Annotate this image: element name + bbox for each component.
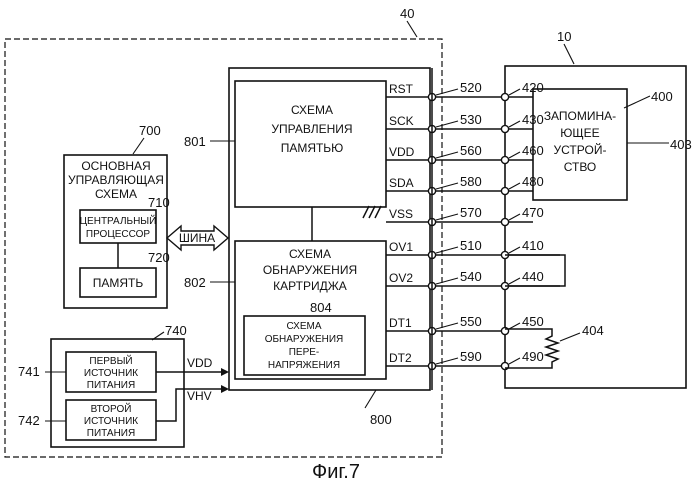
storage-label-3: УСТРОЙ- bbox=[554, 142, 607, 157]
cartridge-ref: 10 bbox=[557, 29, 571, 44]
printer-terminal-ref-530: 530 bbox=[460, 112, 482, 127]
signal-label-rst: RST bbox=[389, 82, 414, 96]
cpu-ref: 710 bbox=[148, 195, 170, 210]
printer-terminal-ref-580: 580 bbox=[460, 174, 482, 189]
first-power-label-3: ПИТАНИЯ bbox=[87, 380, 135, 391]
cartridge-terminal-430 bbox=[501, 125, 508, 132]
signal-label-ov1: OV1 bbox=[389, 240, 413, 254]
memory-ctrl-label-3: ПАМЯТЬЮ bbox=[281, 141, 344, 155]
cpu-label-2: ПРОЦЕССОР bbox=[86, 229, 150, 240]
signal-label-dt2: DT2 bbox=[389, 351, 412, 365]
signal-label-ov2: OV2 bbox=[389, 271, 413, 285]
main-circuit-title-2: УПРАВЛЯЮЩАЯ bbox=[68, 173, 164, 187]
printer-terminal-ref-590: 590 bbox=[460, 349, 482, 364]
figure-caption: Фиг.7 bbox=[312, 461, 360, 483]
storage-label-2: ЮЩЕЕ bbox=[560, 126, 599, 140]
cartridge-terminal-ref-490: 490 bbox=[522, 349, 544, 364]
cartridge-terminal-420 bbox=[501, 93, 508, 100]
cartridge-terminal-ref-440: 440 bbox=[522, 269, 544, 284]
overvoltage-ref: 804 bbox=[310, 300, 332, 315]
main-circuit-ref: 700 bbox=[139, 123, 161, 138]
cart-detect-ref: 802 bbox=[184, 275, 206, 290]
controller-ref: 800 bbox=[370, 412, 392, 427]
memory-ctrl-label-1: СХЕМА bbox=[291, 103, 333, 117]
cartridge-terminal-ref-460: 460 bbox=[522, 143, 544, 158]
cpu-label-1: ЦЕНТРАЛЬНЫЙ bbox=[80, 214, 157, 227]
cartridge-terminal-ref-470: 470 bbox=[522, 205, 544, 220]
storage-label-1: ЗАПОМИНА- bbox=[544, 109, 616, 123]
signal-label-vdd: VDD bbox=[389, 145, 415, 159]
cart-detect-label-3: КАРТРИДЖА bbox=[273, 279, 347, 293]
vdd-power-label: VDD bbox=[187, 356, 213, 370]
printer-terminal-ref-550: 550 bbox=[460, 314, 482, 329]
printer-terminal-ref-560: 560 bbox=[460, 143, 482, 158]
printer-terminal-ref-570: 570 bbox=[460, 205, 482, 220]
cartridge-terminal-470 bbox=[501, 218, 508, 225]
cartridge-terminal-ref-410: 410 bbox=[522, 238, 544, 253]
overvoltage-label-3: ПЕРЕ- bbox=[289, 347, 320, 358]
cart-detect-label-1: СХЕМА bbox=[289, 247, 331, 261]
overvoltage-label-1: СХЕМА bbox=[287, 321, 322, 332]
bus-label: ШИНА bbox=[179, 231, 215, 245]
cartridge-terminal-480 bbox=[501, 187, 508, 194]
cartridge-terminal-ref-480: 480 bbox=[522, 174, 544, 189]
storage-ref: 400 bbox=[651, 89, 673, 104]
memory-ctrl-label-2: УПРАВЛЕНИЯ bbox=[271, 122, 352, 136]
cart-detect-label-2: ОБНАРУЖЕНИЯ bbox=[263, 263, 357, 277]
main-circuit-title-3: СХЕМА bbox=[95, 187, 137, 201]
cartridge-terminal-ref-450: 450 bbox=[522, 314, 544, 329]
vhv-power-label: VHV bbox=[187, 389, 212, 403]
cartridge-terminal-ref-420: 420 bbox=[522, 80, 544, 95]
storage-label-4: СТВО bbox=[564, 160, 597, 174]
second-power-label-2: ИСТОЧНИК bbox=[84, 416, 138, 427]
second-power-label-1: ВТОРОЙ bbox=[91, 402, 132, 415]
overvoltage-label-4: НАПРЯЖЕНИЯ bbox=[268, 360, 340, 371]
storage-inner-ref: 403 bbox=[670, 137, 692, 152]
signal-label-sda: SDA bbox=[389, 176, 414, 190]
second-power-ref: 742 bbox=[18, 413, 40, 428]
first-power-ref: 741 bbox=[18, 364, 40, 379]
printer-terminal-ref-510: 510 bbox=[460, 238, 482, 253]
memory-ctrl-ref: 801 bbox=[184, 134, 206, 149]
signal-label-dt1: DT1 bbox=[389, 316, 412, 330]
printer-terminal-ref-540: 540 bbox=[460, 269, 482, 284]
main-circuit-title-1: ОСНОВНАЯ bbox=[81, 159, 150, 173]
first-power-label-2: ИСТОЧНИК bbox=[84, 368, 138, 379]
signal-label-vss: VSS bbox=[389, 207, 413, 221]
cartridge-terminal-460 bbox=[501, 156, 508, 163]
memory-label: ПАМЯТЬ bbox=[93, 276, 144, 290]
memory-ref: 720 bbox=[148, 250, 170, 265]
second-power-label-3: ПИТАНИЯ bbox=[87, 428, 135, 439]
resistor-ref: 404 bbox=[582, 323, 604, 338]
signal-label-sck: SCK bbox=[389, 114, 414, 128]
printer-terminal-ref-520: 520 bbox=[460, 80, 482, 95]
power-block-ref: 740 bbox=[165, 323, 187, 338]
first-power-label-1: ПЕРВЫЙ bbox=[89, 354, 132, 367]
printer-ref: 40 bbox=[400, 6, 414, 21]
overvoltage-label-2: ОБНАРУЖЕНИЯ bbox=[265, 334, 344, 345]
cartridge-terminal-ref-430: 430 bbox=[522, 112, 544, 127]
